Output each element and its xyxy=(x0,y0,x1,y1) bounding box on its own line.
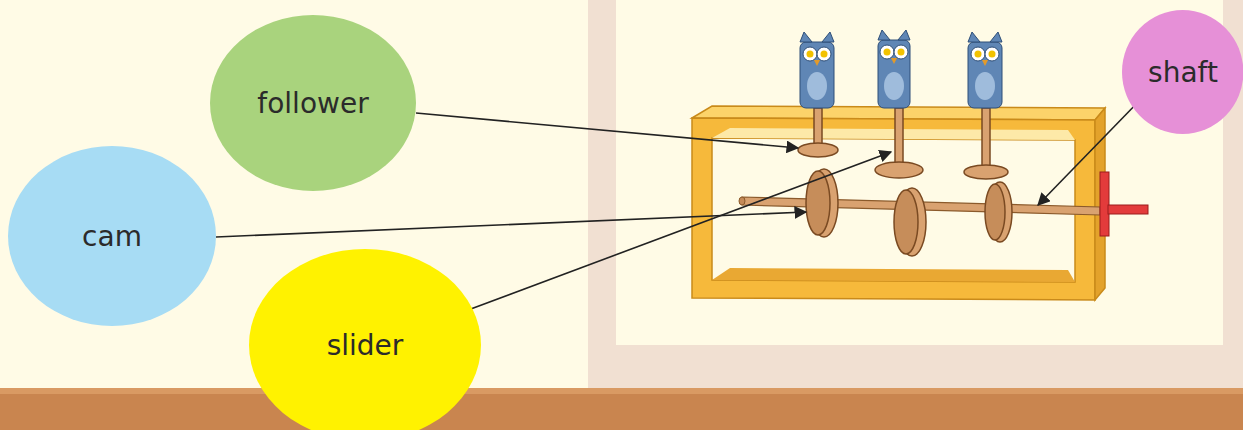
cams xyxy=(806,169,1012,256)
cam-label-circle: cam xyxy=(8,146,216,326)
followers xyxy=(798,108,1008,179)
slider-label-circle: slider xyxy=(249,249,481,430)
crank-handle xyxy=(1100,172,1148,236)
table-edge xyxy=(0,388,1243,394)
part-name: shaft xyxy=(1148,56,1218,89)
shaft-label-circle: shaft xyxy=(1122,10,1243,134)
part-name: cam xyxy=(82,220,142,253)
follower-label-circle: follower xyxy=(210,15,416,191)
part-name: slider xyxy=(327,329,404,362)
owl-figures xyxy=(800,30,1002,108)
part-name: follower xyxy=(257,87,368,120)
table-top xyxy=(0,388,1243,430)
